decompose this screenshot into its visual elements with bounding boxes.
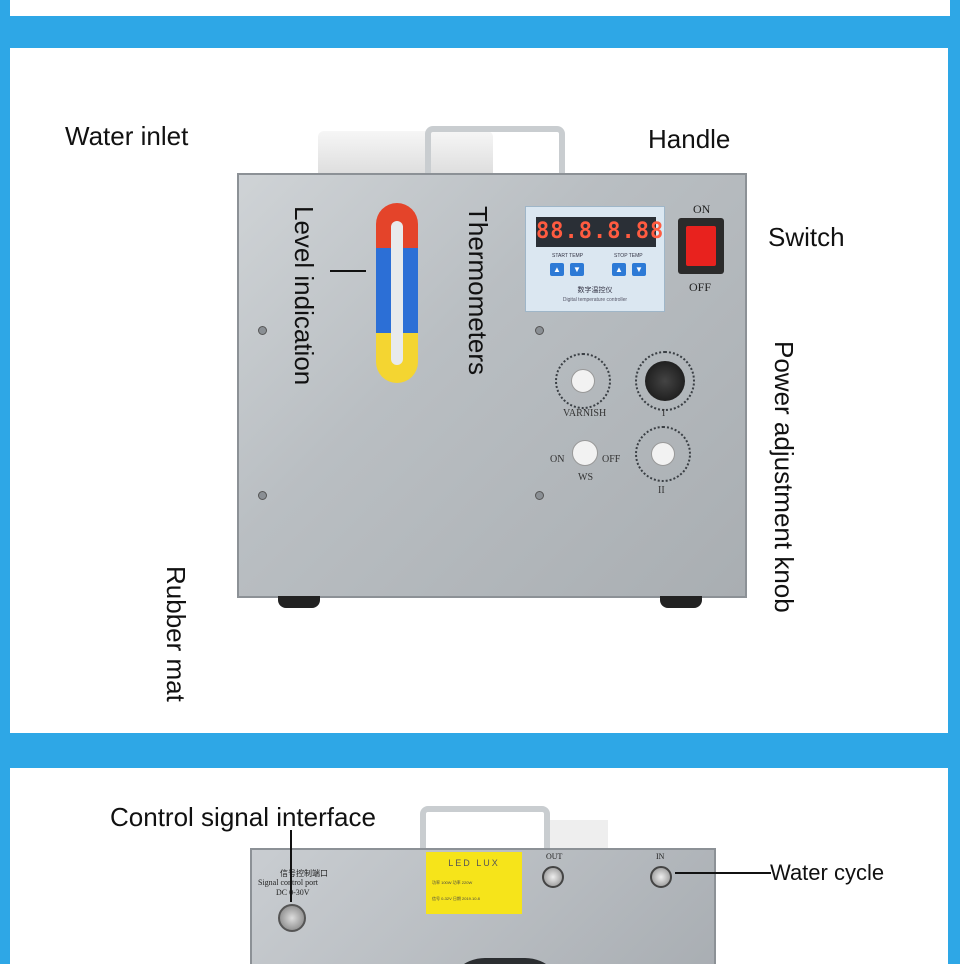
stop-temp-down-button[interactable]: ▼ bbox=[632, 263, 646, 276]
label-card-title: LED LUX bbox=[448, 858, 500, 868]
start-temp-down-button[interactable]: ▼ bbox=[570, 263, 584, 276]
control-signal-interface-label: Control signal interface bbox=[110, 802, 376, 832]
stop-temp-label: STOP TEMP bbox=[614, 253, 643, 259]
varnish-knob[interactable] bbox=[571, 369, 595, 393]
control-signal-connector[interactable] bbox=[278, 904, 306, 932]
level-pointer-line bbox=[330, 270, 366, 272]
handle-label: Handle bbox=[648, 124, 731, 154]
digital-temperature-controller: 88.8.8.88 START TEMP STOP TEMP ▲ ▼ ▲ ▼ 数… bbox=[525, 206, 665, 312]
water-cycle-label: Water cycle bbox=[770, 860, 885, 885]
power-dial-1-scale bbox=[635, 351, 695, 411]
machine-handle bbox=[425, 126, 565, 174]
ws-label: WS bbox=[578, 472, 593, 483]
rubber-foot-left bbox=[278, 596, 320, 608]
switch-on-label: ON bbox=[693, 202, 711, 216]
port-voltage-label: DC 0-30V bbox=[276, 888, 310, 897]
controller-caption: Digital temperature controller bbox=[562, 297, 628, 303]
screw bbox=[535, 491, 544, 500]
power-switch[interactable] bbox=[678, 218, 724, 274]
water-tank bbox=[318, 131, 493, 177]
water-out-label: OUT bbox=[546, 852, 563, 861]
varnish-label: VARNISH bbox=[563, 408, 607, 419]
power-knob-1-label: I bbox=[662, 408, 666, 419]
start-temp-up-button[interactable]: ▲ bbox=[550, 263, 564, 276]
rear-fan-opening bbox=[445, 958, 565, 964]
thermometers-label: Thermometers bbox=[463, 206, 493, 376]
port-label-en: Signal control port bbox=[258, 878, 318, 887]
water-in-fitting[interactable] bbox=[650, 866, 672, 888]
rubber-foot-right bbox=[660, 596, 702, 608]
power-dial-2-scale bbox=[635, 426, 691, 482]
top-strip bbox=[10, 0, 950, 16]
level-tube-glass bbox=[391, 221, 403, 365]
screw bbox=[258, 491, 267, 500]
ws-knob[interactable] bbox=[572, 440, 598, 466]
ws-off-label: OFF bbox=[602, 454, 621, 465]
rear-handle bbox=[420, 806, 550, 850]
water-out-fitting[interactable] bbox=[542, 866, 564, 888]
label-card-line-2: 信号 0-32V 日期 2019.10.8 bbox=[432, 896, 480, 901]
stop-temp-up-button[interactable]: ▲ bbox=[612, 263, 626, 276]
screw bbox=[535, 326, 544, 335]
rubber-mat-label: Rubber mat bbox=[161, 566, 191, 702]
screw bbox=[258, 326, 267, 335]
power-knob-1[interactable] bbox=[645, 361, 685, 401]
power-knob-2[interactable] bbox=[651, 442, 675, 466]
rating-label-card: LED LUX 功率 100W 功率 220W 信号 0-32V 日期 2019… bbox=[426, 852, 522, 914]
power-knob-2-label: II bbox=[658, 485, 665, 496]
port-label-cn: 信号控制端口 bbox=[280, 869, 328, 878]
power-switch-rocker[interactable] bbox=[686, 226, 716, 266]
varnish-dial-scale bbox=[555, 353, 611, 409]
water-inlet-label: Water inlet bbox=[65, 121, 189, 151]
controller-title: 数字温控仪 bbox=[577, 287, 613, 294]
start-temp-label: START TEMP bbox=[552, 253, 584, 259]
water-cycle-pointer bbox=[675, 872, 771, 874]
level-indication-label: Level indication bbox=[289, 206, 319, 386]
switch-off-label: OFF bbox=[689, 280, 712, 294]
switch-label: Switch bbox=[768, 222, 845, 252]
ws-on-label: ON bbox=[550, 454, 565, 465]
rear-tank bbox=[550, 820, 608, 850]
controller-display: 88.8.8.88 bbox=[536, 217, 663, 247]
water-in-label: IN bbox=[656, 852, 665, 861]
control-signal-pointer bbox=[290, 830, 292, 902]
level-indicator-tube bbox=[376, 203, 418, 383]
label-card-line-1: 功率 100W 功率 220W bbox=[432, 880, 473, 885]
power-adjustment-knob-label: Power adjustment knob bbox=[769, 341, 799, 613]
front-view-panel: 88.8.8.88 START TEMP STOP TEMP ▲ ▼ ▲ ▼ 数… bbox=[10, 48, 948, 733]
back-view-panel: 信号控制端口 Signal control port DC 0-30V LED … bbox=[10, 768, 948, 964]
